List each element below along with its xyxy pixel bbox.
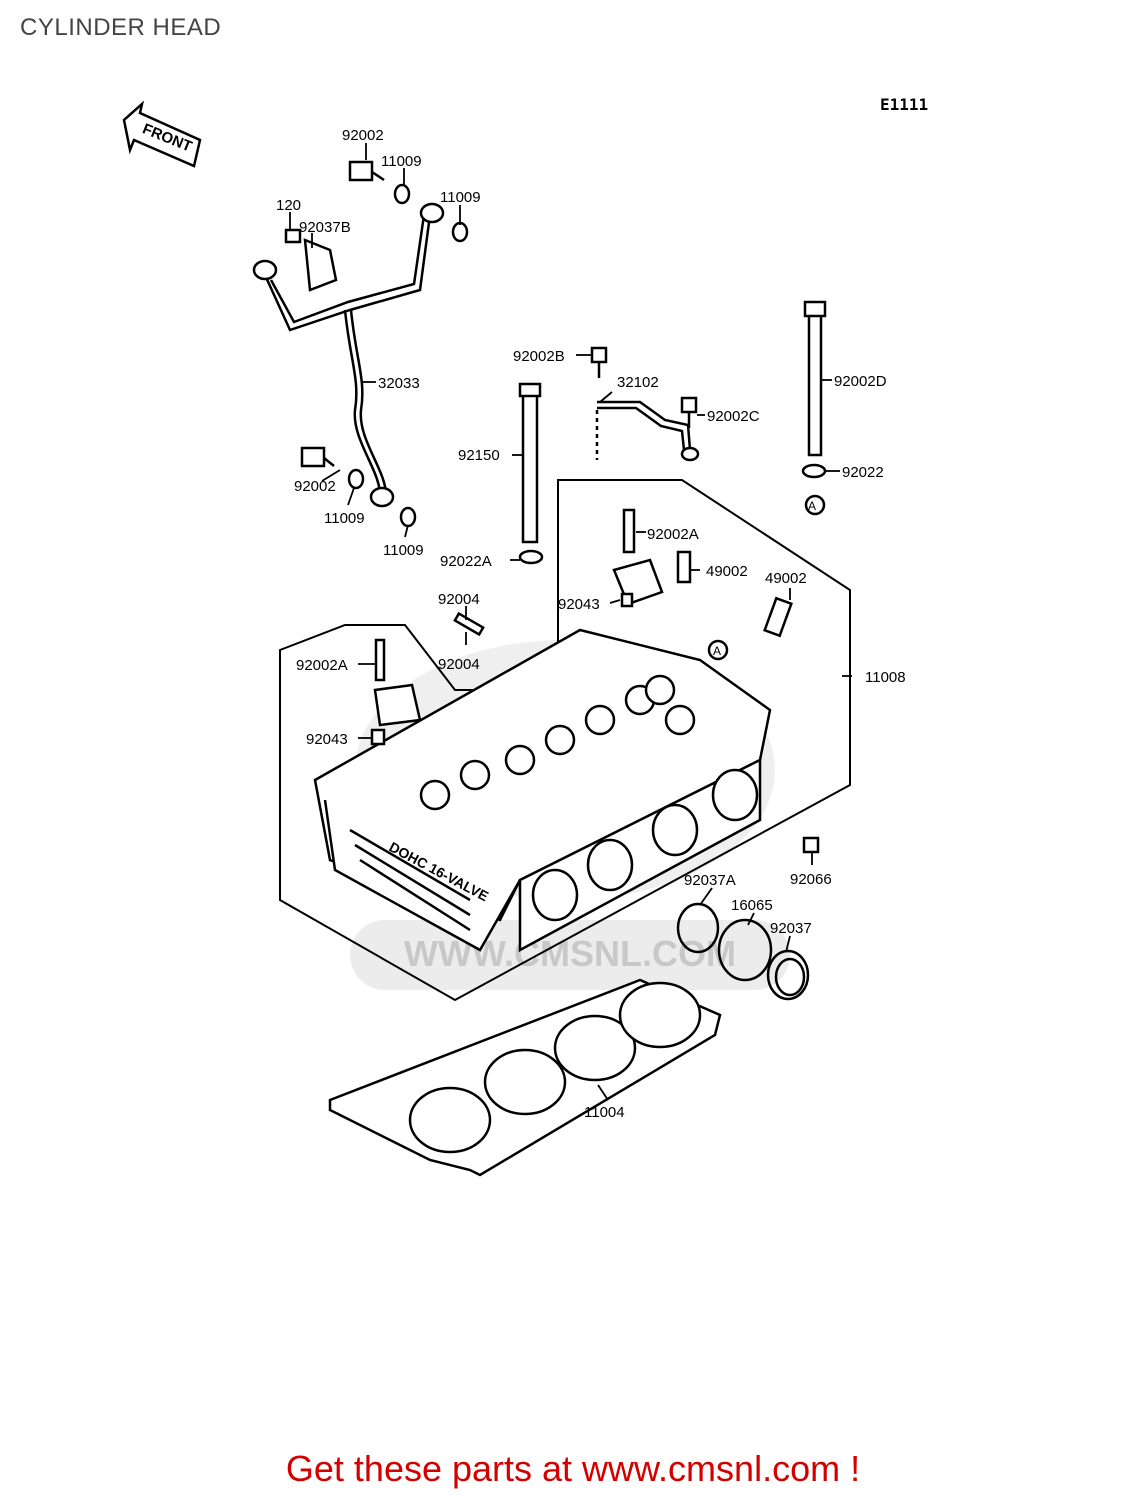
label-92037: 92037 <box>770 920 812 937</box>
label-92004-a: 92004 <box>438 591 480 608</box>
watermark-text: WWW.CMSNL.COM <box>404 933 736 974</box>
label-11004: 11004 <box>584 1104 625 1121</box>
label-92022a: 92022A <box>440 553 492 570</box>
label-11009-b: 11009 <box>440 189 481 206</box>
label-92037b: 92037B <box>299 219 351 236</box>
label-32033: 32033 <box>378 375 420 392</box>
ref-a-head: A <box>713 644 721 658</box>
label-92066: 92066 <box>790 871 832 888</box>
oil-pipe-assembly <box>252 160 469 528</box>
label-49002-a: 49002 <box>706 563 748 580</box>
label-92002d: 92002D <box>834 373 887 390</box>
stud-bolts <box>518 300 827 565</box>
label-92043-left: 92043 <box>306 731 348 748</box>
cylinder-head-block <box>313 628 772 953</box>
label-92150: 92150 <box>458 447 500 464</box>
pipe-32102 <box>590 346 700 462</box>
intake-holder <box>676 902 810 1001</box>
leader-lines <box>289 143 852 1101</box>
label-11009-d: 11009 <box>383 542 424 559</box>
label-49002-b: 49002 <box>765 570 807 587</box>
page-title: CYLINDER HEAD <box>20 14 222 41</box>
label-92002b: 92002B <box>513 348 565 365</box>
part-labels: 92002 11009 11009 120 92037B 32033 92002… <box>276 127 906 1121</box>
label-120: 120 <box>276 197 301 214</box>
label-92002a-left: 92002A <box>296 657 348 674</box>
small-parts <box>370 508 820 854</box>
diagram-code: E1111 <box>880 95 928 114</box>
label-92002-left: 92002 <box>294 478 336 495</box>
front-arrow-icon: FRONT <box>122 100 202 168</box>
label-32102: 32102 <box>617 374 659 391</box>
label-16065: 16065 <box>731 897 773 914</box>
label-92004-b: 92004 <box>438 656 480 673</box>
label-11009-c: 11009 <box>324 510 365 527</box>
label-11008: 11008 <box>865 669 906 686</box>
ref-a-top: A <box>808 499 816 513</box>
label-92022: 92022 <box>842 464 884 481</box>
label-11009-a: 11009 <box>381 153 422 170</box>
label-92002a-right: 92002A <box>647 526 699 543</box>
head-gasket <box>328 978 722 1177</box>
label-92002-top: 92002 <box>342 127 384 144</box>
label-92037a: 92037A <box>684 872 736 889</box>
label-92002c: 92002C <box>707 408 760 425</box>
label-92043-right: 92043 <box>558 596 600 613</box>
promo-link[interactable]: Get these parts at www.cmsnl.com ! <box>285 1448 861 1489</box>
